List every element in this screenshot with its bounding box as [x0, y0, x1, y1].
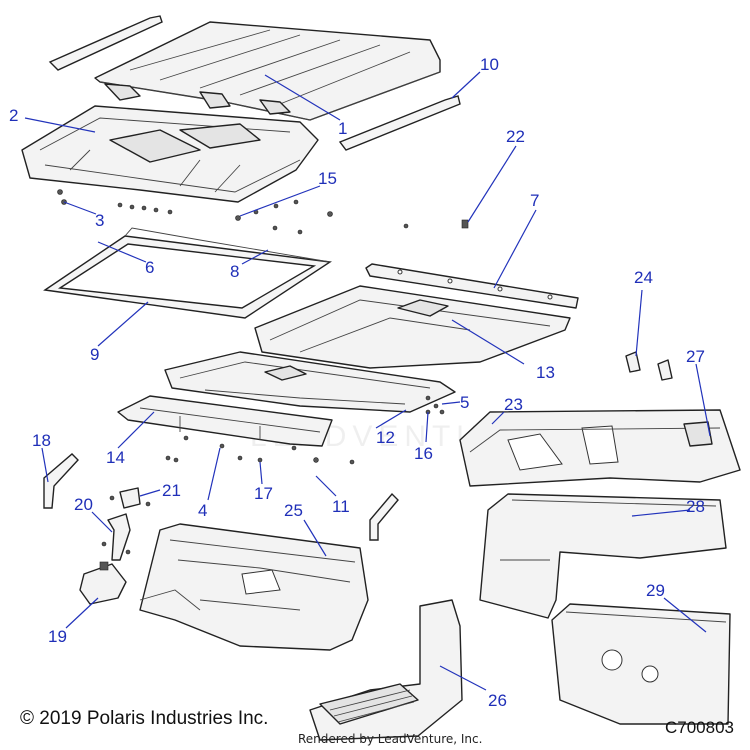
part-23-dash-panel [459, 409, 741, 487]
part-28-side-panel [479, 493, 727, 619]
callout-24: 24 [634, 268, 653, 287]
leader-23 [491, 411, 505, 425]
callout-20: 20 [74, 495, 93, 514]
part-1-roof-top [94, 21, 441, 121]
part-10-seal-strip-left [48, 15, 163, 71]
leader-2 [24, 117, 96, 133]
leader-28 [631, 509, 691, 517]
leader-4 [207, 447, 221, 501]
callout-18: 18 [32, 431, 51, 450]
leader-15 [239, 185, 321, 217]
part-24-clips [625, 351, 673, 381]
part-26-floor-board [309, 599, 463, 741]
leader-21 [139, 489, 161, 497]
leader-7 [493, 209, 537, 289]
callout-11: 11 [332, 497, 350, 516]
callout-3: 3 [95, 211, 104, 230]
leader-18 [41, 447, 49, 483]
callout-14: 14 [106, 448, 125, 467]
callout-labels: 1 2 3 4 5 6 7 8 9 10 11 12 13 14 15 16 1… [9, 55, 705, 710]
callout-8: 8 [230, 262, 239, 281]
rendered-by-credit: Rendered by LeadVenture, Inc. [298, 732, 483, 746]
leader-lines [24, 71, 711, 691]
callout-4: 4 [198, 501, 207, 520]
callout-21: 21 [162, 481, 181, 500]
part-14-front-trim-panel [117, 395, 333, 447]
callout-5: 5 [460, 393, 469, 412]
callout-25: 25 [284, 501, 303, 520]
callout-15: 15 [318, 169, 337, 188]
drawing-number: C700803 [664, 718, 734, 737]
part-21-bracket [109, 487, 151, 509]
callout-10: 10 [480, 55, 499, 74]
copyright-notice: © 2019 Polaris Industries Inc. [20, 708, 269, 729]
callout-23: 23 [504, 395, 523, 414]
callout-6: 6 [145, 258, 154, 277]
leader-22 [467, 145, 517, 223]
part-19-mirror [79, 561, 127, 605]
callout-29: 29 [646, 581, 665, 600]
leader-5 [441, 401, 461, 405]
callout-1: 1 [338, 119, 347, 138]
leader-12 [375, 409, 407, 429]
part-3-fasteners [57, 189, 173, 215]
leader-13 [451, 319, 525, 365]
leader-19 [65, 597, 99, 629]
callout-9: 9 [90, 345, 99, 364]
leader-11 [315, 475, 337, 497]
callout-12: 12 [376, 428, 395, 447]
leader-3 [63, 201, 97, 215]
leader-6 [97, 241, 147, 263]
part-12-headliner-front [164, 351, 456, 413]
part-15-fasteners [235, 199, 409, 235]
leader-1 [264, 74, 341, 121]
part-25-floor-tub [139, 523, 369, 651]
part-22-clip [461, 219, 469, 229]
leader-24 [635, 289, 643, 357]
part-9-seal-frame [43, 227, 332, 319]
callout-17: 17 [254, 484, 273, 503]
leader-17 [259, 461, 263, 485]
callout-13: 13 [536, 363, 555, 382]
part-18-strip [43, 453, 79, 509]
leader-26 [439, 665, 487, 691]
part-7-rear-rail [365, 263, 579, 309]
leader-20 [91, 511, 113, 533]
callout-7: 7 [530, 191, 539, 210]
callout-22: 22 [506, 127, 525, 146]
strip-right [369, 492, 399, 541]
part-2-roof-shell [21, 105, 319, 203]
leader-14 [117, 411, 155, 449]
part-29-rear-panel [551, 603, 731, 725]
leader-10 [451, 71, 481, 99]
leader-25 [303, 519, 327, 557]
leader-27 [695, 363, 711, 437]
callout-26: 26 [488, 691, 507, 710]
part-13-headliner-rear [254, 285, 571, 369]
callout-27: 27 [686, 347, 705, 366]
leader-16 [425, 411, 429, 443]
callout-19: 19 [48, 627, 67, 646]
callout-16: 16 [414, 444, 433, 463]
leader-9 [97, 301, 149, 347]
callout-2: 2 [9, 106, 18, 125]
callout-28: 28 [686, 497, 705, 516]
leader-29 [663, 597, 707, 633]
leader-8 [241, 249, 269, 265]
part-10-seal-strip-right [338, 95, 461, 151]
part-20-bracket [101, 513, 131, 561]
part-4-11-17-hardware [165, 435, 355, 465]
